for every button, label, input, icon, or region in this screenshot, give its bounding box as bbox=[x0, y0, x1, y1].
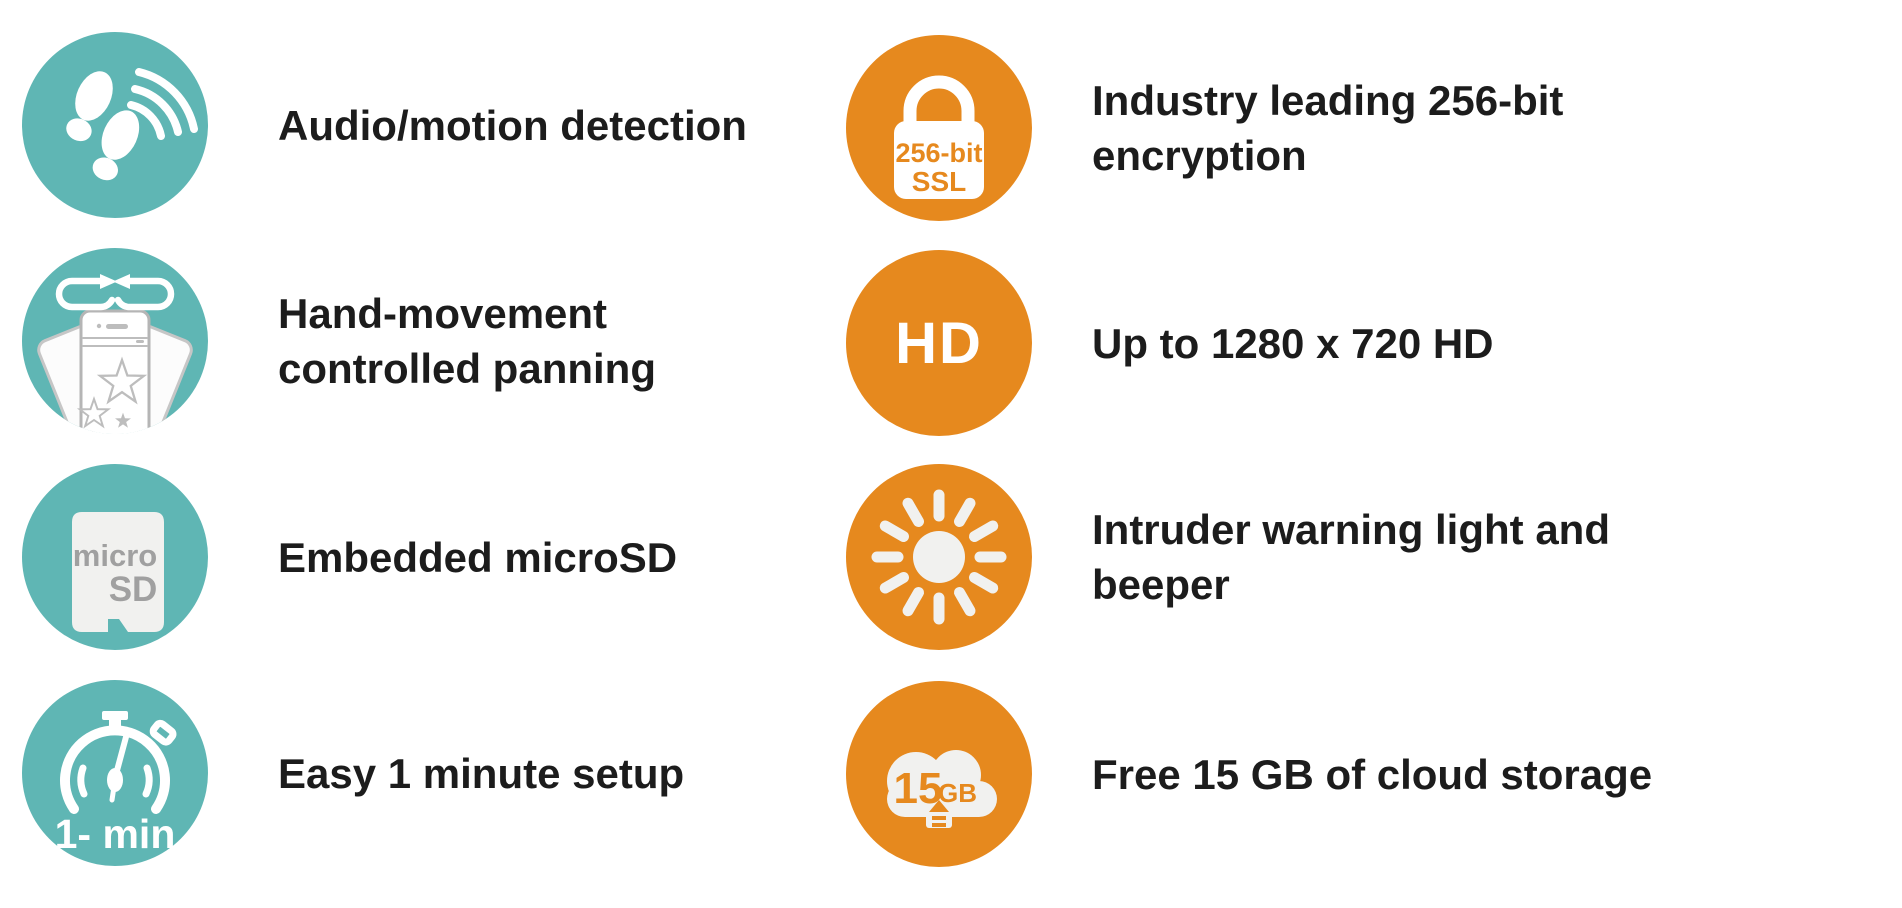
feature-hd: HD Up to 1280 x 720 HD bbox=[846, 250, 1494, 436]
feature-label: Industry leading 256-bit encryption bbox=[1092, 77, 1564, 179]
feature-audio-motion: Audio/motion detection bbox=[22, 32, 747, 218]
feature-label: Embedded microSD bbox=[278, 533, 678, 581]
ssl-lock-icon: 256-bit SSL bbox=[846, 35, 1032, 221]
feature-label: Intruder warning light and beeper bbox=[1092, 506, 1610, 608]
microsd-card-icon: micro SD bbox=[22, 464, 208, 650]
feature-setup: 1- min Easy 1 minute setup bbox=[22, 680, 684, 866]
warning-light-icon bbox=[846, 464, 1032, 650]
feature-hand-movement: Hand-movement controlled panning bbox=[22, 248, 656, 434]
svg-text:HD: HD bbox=[895, 311, 983, 376]
svg-text:SD: SD bbox=[109, 570, 158, 609]
feature-label: Hand-movement controlled panning bbox=[278, 290, 656, 392]
feature-microsd: micro SD Embedded microSD bbox=[22, 464, 677, 650]
feature-encryption: 256-bit SSL Industry leading 256-bit enc… bbox=[846, 35, 1563, 221]
svg-text:SSL: SSL bbox=[912, 166, 966, 197]
feature-cloud-storage: 15 GB Free 15 GB of cloud storage bbox=[846, 681, 1652, 867]
hd-badge-icon: HD bbox=[846, 250, 1032, 436]
svg-text:15: 15 bbox=[894, 764, 943, 813]
feature-label: Audio/motion detection bbox=[278, 101, 747, 149]
stopwatch-icon: 1- min bbox=[22, 680, 208, 866]
feature-label: Up to 1280 x 720 HD bbox=[1092, 319, 1494, 367]
feature-label: Free 15 GB of cloud storage bbox=[1092, 750, 1653, 798]
feature-label: Easy 1 minute setup bbox=[278, 749, 685, 797]
svg-text:256-bit: 256-bit bbox=[895, 138, 982, 168]
svg-text:micro: micro bbox=[73, 538, 157, 573]
svg-text:1- min: 1- min bbox=[55, 811, 176, 857]
cloud-storage-icon: 15 GB bbox=[846, 681, 1032, 867]
svg-text:GB: GB bbox=[938, 778, 977, 808]
phone-panning-icon bbox=[22, 248, 208, 434]
footprints-sound-waves-icon bbox=[22, 32, 208, 218]
feature-warning-light: Intruder warning light and beeper bbox=[846, 464, 1610, 650]
